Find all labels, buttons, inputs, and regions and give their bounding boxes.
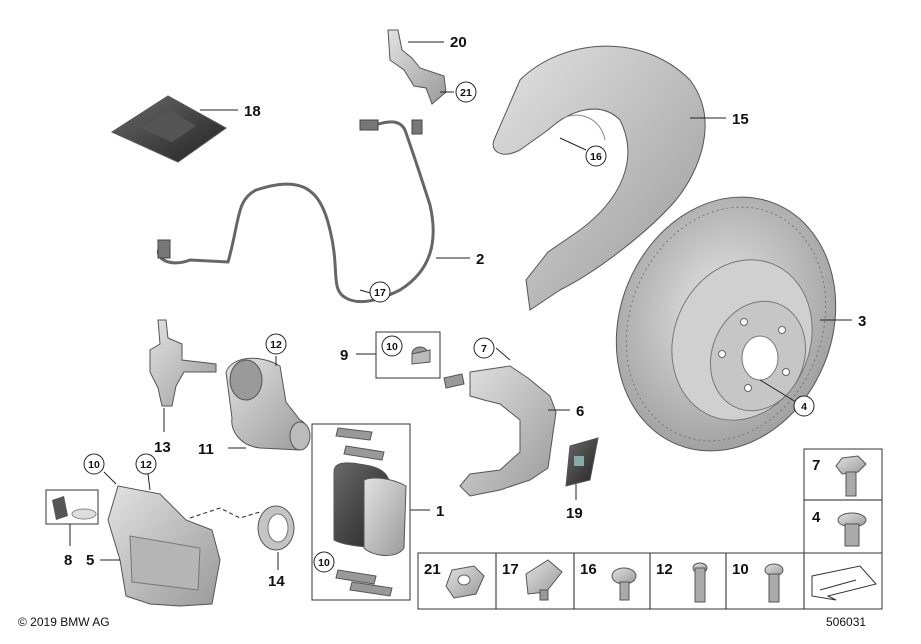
callout-circle-17: 17 [374, 287, 386, 299]
callout-circle-21: 21 [460, 87, 472, 99]
callout-19: 19 [566, 505, 583, 522]
callout-8: 8 [64, 552, 72, 569]
part-3-brake-disc [615, 196, 837, 452]
callout-4: 4 [812, 509, 821, 526]
part-6-caliper-carrier [443, 365, 557, 497]
legend-label-21: 21 [424, 561, 441, 578]
bolt-10-icon [764, 563, 784, 603]
callout-circle-12-motor: 12 [270, 339, 282, 351]
callout-18: 18 [244, 103, 261, 120]
circled-callouts: 21 16 17 4 7 10 12 10 12 10 [83, 81, 815, 573]
hardware-legend-panel [417, 448, 883, 610]
part-11-parking-brake-motor [225, 357, 311, 451]
part-1-brake-pads [333, 427, 407, 597]
callout-14: 14 [268, 573, 285, 590]
part-2-brake-wear-sensor [157, 119, 435, 304]
bolt-12-icon [692, 562, 708, 603]
legend-label-10: 10 [732, 561, 749, 578]
legend-label-16: 16 [580, 561, 597, 578]
callout-labels: 20 18 15 2 3 9 6 13 11 1 19 8 5 14 7 4 [64, 34, 866, 590]
part-8-clip [52, 496, 97, 520]
nut-21-icon [445, 565, 485, 599]
callout-20: 20 [450, 34, 467, 51]
callout-circle-4: 4 [801, 401, 807, 413]
callout-13: 13 [154, 439, 171, 456]
part-13-sensor-bracket [149, 319, 217, 407]
part-20-bracket [387, 29, 447, 105]
callout-6: 6 [576, 403, 584, 420]
callout-circle-7: 7 [481, 343, 487, 355]
legend-label-17: 17 [502, 561, 519, 578]
callout-5: 5 [86, 552, 94, 569]
box-1-pad-group [311, 423, 411, 601]
bolt-16-icon [611, 567, 637, 601]
direction-arrow-icon [811, 565, 877, 601]
box-9-bushing-group [375, 331, 441, 379]
leader-lines [69, 41, 852, 570]
part-18-rubber-boot [110, 95, 227, 163]
callout-9: 9 [340, 347, 348, 364]
box-8-clip-group [45, 489, 99, 525]
callout-7: 7 [812, 457, 820, 474]
part-5-brake-caliper [107, 485, 221, 607]
part-9-guide-bushing [411, 346, 431, 365]
bolt-7-icon [835, 455, 867, 497]
callout-1: 1 [436, 503, 444, 520]
part-14-seal-ring [257, 505, 295, 551]
callout-circle-10-bushing: 10 [386, 341, 398, 353]
part-19-anti-squeal-shim [565, 437, 599, 487]
callout-2: 2 [476, 251, 484, 268]
bolt-4-icon [837, 512, 867, 547]
callout-circle-10-caliper: 10 [88, 459, 100, 471]
copyright-text: © 2019 BMW AG [18, 615, 110, 629]
callout-3: 3 [858, 313, 866, 330]
legend-label-12: 12 [656, 561, 673, 578]
part-15-brake-dust-shield [492, 45, 706, 311]
callout-circle-12-caliper: 12 [140, 459, 152, 471]
callout-circle-16: 16 [590, 151, 602, 163]
callout-11: 11 [198, 441, 214, 458]
callout-15: 15 [732, 111, 749, 128]
callout-circle-10-pads: 10 [318, 557, 330, 569]
diagram-number: 506031 [826, 615, 866, 629]
legend-labels: 21 17 16 12 10 [424, 561, 749, 578]
clip-nut-17-icon [525, 559, 563, 601]
